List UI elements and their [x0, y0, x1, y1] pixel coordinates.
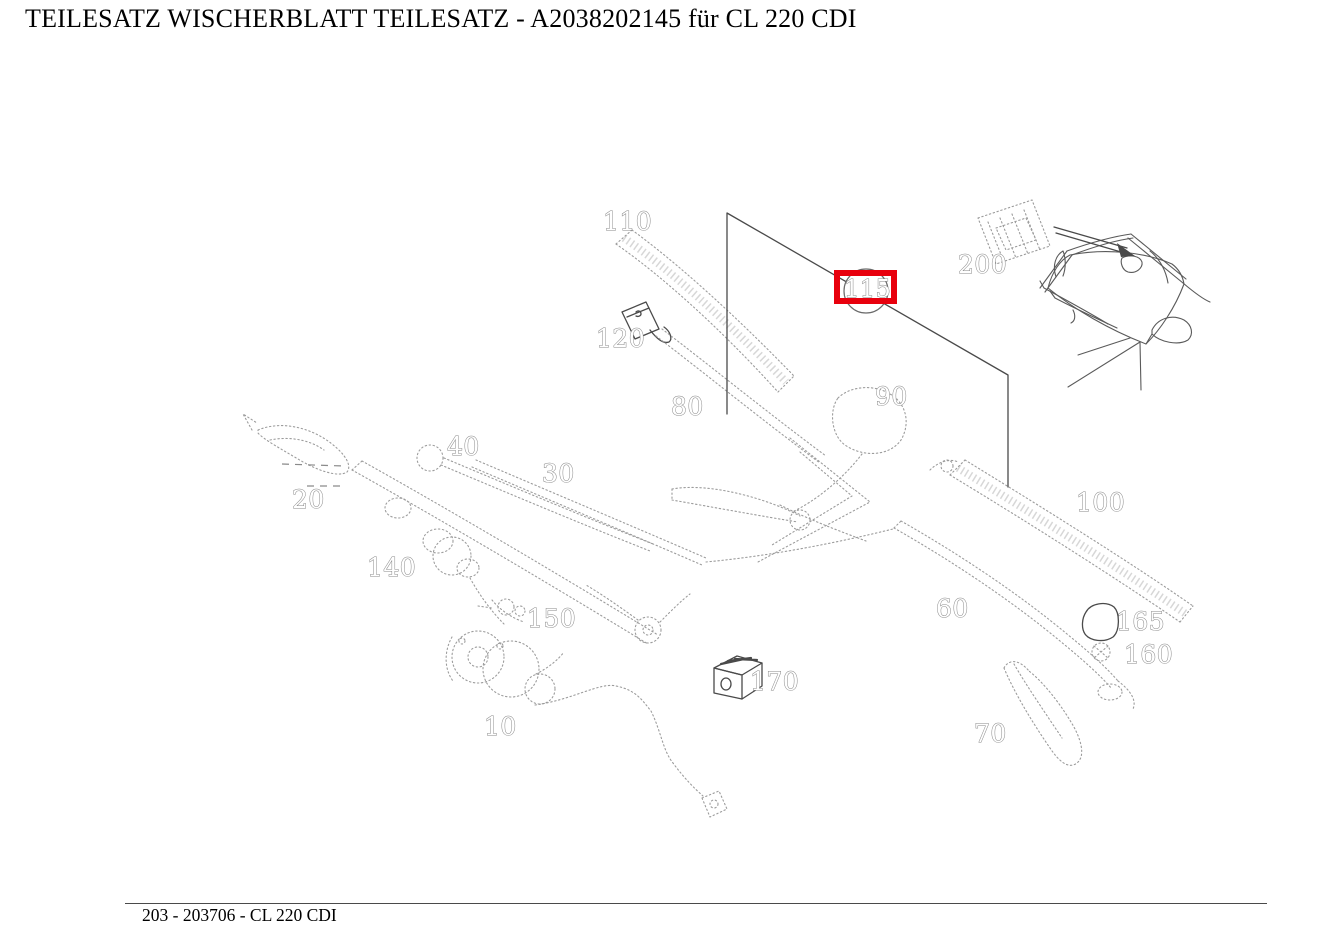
part-drawing-80 [655, 328, 871, 563]
part-label-60[interactable]: 60 [936, 594, 969, 624]
part-drawing-20 [242, 413, 350, 487]
part-label-80[interactable]: 80 [671, 392, 704, 422]
part-drawing-10 [445, 630, 565, 705]
part-drawing-140 [351, 460, 659, 645]
part-label-10[interactable]: 10 [484, 712, 517, 742]
page-title: TEILESATZ WISCHERBLATT TEILESATZ - A2038… [25, 4, 857, 33]
highlight-callout-115[interactable]: 115 [834, 268, 897, 314]
wiring-harness [534, 684, 728, 818]
part-label-170[interactable]: 170 [750, 667, 800, 697]
part-label-165[interactable]: 165 [1116, 607, 1166, 637]
footer-text: 203 - 203706 - CL 220 CDI [142, 905, 337, 925]
part-label-40[interactable]: 40 [447, 432, 480, 462]
part-label-115[interactable]: 115 [844, 275, 892, 304]
part-drawing-40 [416, 444, 654, 552]
part-label-200[interactable]: 200 [958, 250, 1008, 280]
car-inset [1039, 233, 1211, 391]
part-drawing-30 [471, 459, 894, 566]
part-label-20[interactable]: 20 [292, 485, 325, 515]
pointer-arrow [1053, 226, 1135, 257]
part-drawing-110 [615, 229, 795, 393]
linkage-crank [585, 584, 691, 644]
part-label-140[interactable]: 140 [367, 553, 417, 583]
part-drawing-70 [1003, 661, 1083, 766]
part-drawing-160 [1091, 642, 1111, 662]
part-drawing-120 [621, 301, 672, 344]
part-drawing-150 [477, 598, 526, 623]
part-drawing-60 [893, 520, 1135, 710]
part-label-30[interactable]: 30 [542, 459, 575, 489]
part-drawing-100 [929, 459, 1194, 623]
part-label-100[interactable]: 100 [1076, 488, 1126, 518]
part-label-150[interactable]: 150 [527, 604, 577, 634]
part-label-120[interactable]: 120 [596, 324, 646, 354]
part-drawing-90 [791, 387, 907, 513]
part-label-110[interactable]: 110 [603, 207, 653, 237]
part-label-70[interactable]: 70 [974, 719, 1007, 749]
part-drawing-170 [713, 655, 763, 700]
part-label-160[interactable]: 160 [1124, 640, 1174, 670]
part-label-90[interactable]: 90 [875, 382, 908, 412]
part-drawing-165 [1081, 602, 1120, 642]
footer-divider [125, 903, 1267, 904]
highlight-box[interactable] [834, 270, 897, 304]
part-drawing-200 [977, 199, 1051, 265]
